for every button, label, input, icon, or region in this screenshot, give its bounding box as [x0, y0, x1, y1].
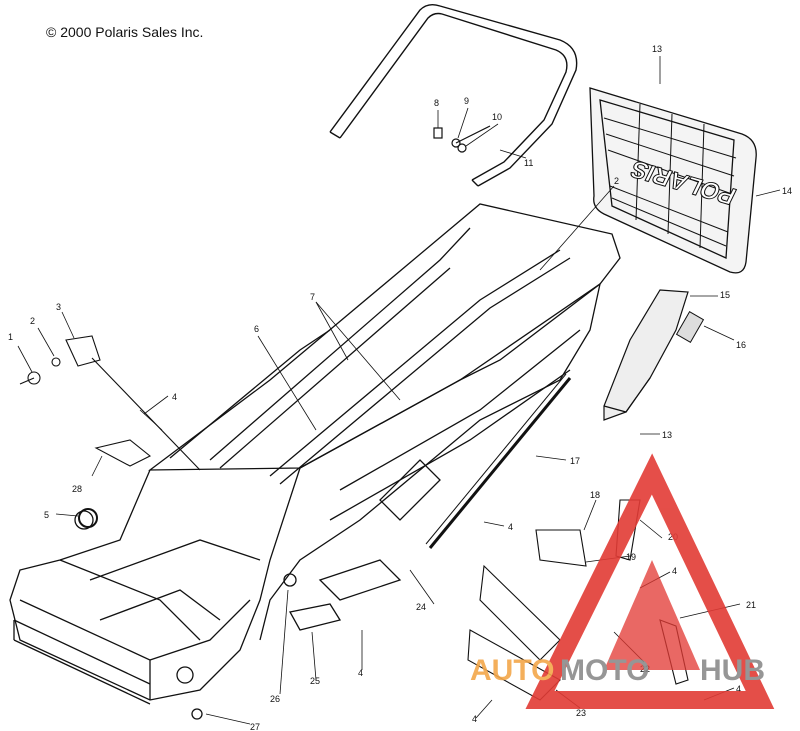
callout-labels: 1 2 2 3 4 4 4 4 4 4 5 6 7 8 9 10 11 13 1…: [8, 44, 792, 731]
copyright-notice: © 2000 Polaris Sales Inc.: [46, 24, 204, 40]
callout-7: 7: [310, 292, 315, 302]
callout-11: 11: [524, 158, 533, 168]
watermark-hub: HUB: [700, 654, 765, 687]
left-bracket: [19, 335, 201, 471]
callout-27: 27: [250, 722, 260, 731]
chassis-tunnel: [9, 203, 621, 720]
callout-4: 4: [358, 668, 363, 678]
part-28-bracket: [94, 439, 152, 467]
callout-4: 4: [736, 684, 741, 694]
bumper-hardware: [433, 125, 491, 153]
callout-4: 4: [508, 522, 513, 532]
callout-6: 6: [254, 324, 259, 334]
callout-19: 19: [626, 552, 636, 562]
callout-17: 17: [570, 456, 580, 466]
leader-lines: [17, 56, 781, 725]
callout-13: 13: [652, 44, 662, 54]
callout-25: 25: [310, 676, 320, 686]
callout-23: 23: [576, 708, 586, 718]
callout-2: 2: [614, 176, 619, 186]
callout-14: 14: [782, 186, 792, 196]
automotohub-watermark: AUTO MOTO HUB: [470, 453, 775, 709]
callout-28: 28: [72, 484, 82, 494]
watermark-triangle-inner: [604, 560, 700, 670]
callout-26: 26: [270, 694, 280, 704]
running-board-strip: [425, 373, 572, 549]
callout-18: 18: [590, 490, 600, 500]
callout-1: 1: [8, 332, 13, 342]
footrest-pad: [675, 311, 705, 343]
callout-21: 21: [746, 600, 756, 610]
rear-bumper-handle: [329, 3, 578, 187]
callout-9: 9: [464, 96, 469, 106]
callout-13: 13: [662, 430, 672, 440]
grommet: [78, 508, 98, 528]
footrest: [603, 289, 689, 421]
callout-15: 15: [720, 290, 730, 300]
watermark-moto: MOTO: [560, 654, 649, 687]
callout-8: 8: [434, 98, 439, 108]
callout-4: 4: [672, 566, 677, 576]
callout-5: 5: [44, 510, 49, 520]
watermark-triangle-outer: [525, 453, 775, 709]
callout-2: 2: [30, 316, 35, 326]
callout-16: 16: [736, 340, 746, 350]
snow-flap: POLARIS: [589, 87, 757, 274]
callout-10: 10: [492, 112, 502, 122]
callout-4: 4: [172, 392, 177, 402]
callout-3: 3: [56, 302, 61, 312]
callout-4: 4: [472, 714, 477, 724]
callout-24: 24: [416, 602, 426, 612]
watermark-auto: AUTO: [470, 654, 554, 687]
